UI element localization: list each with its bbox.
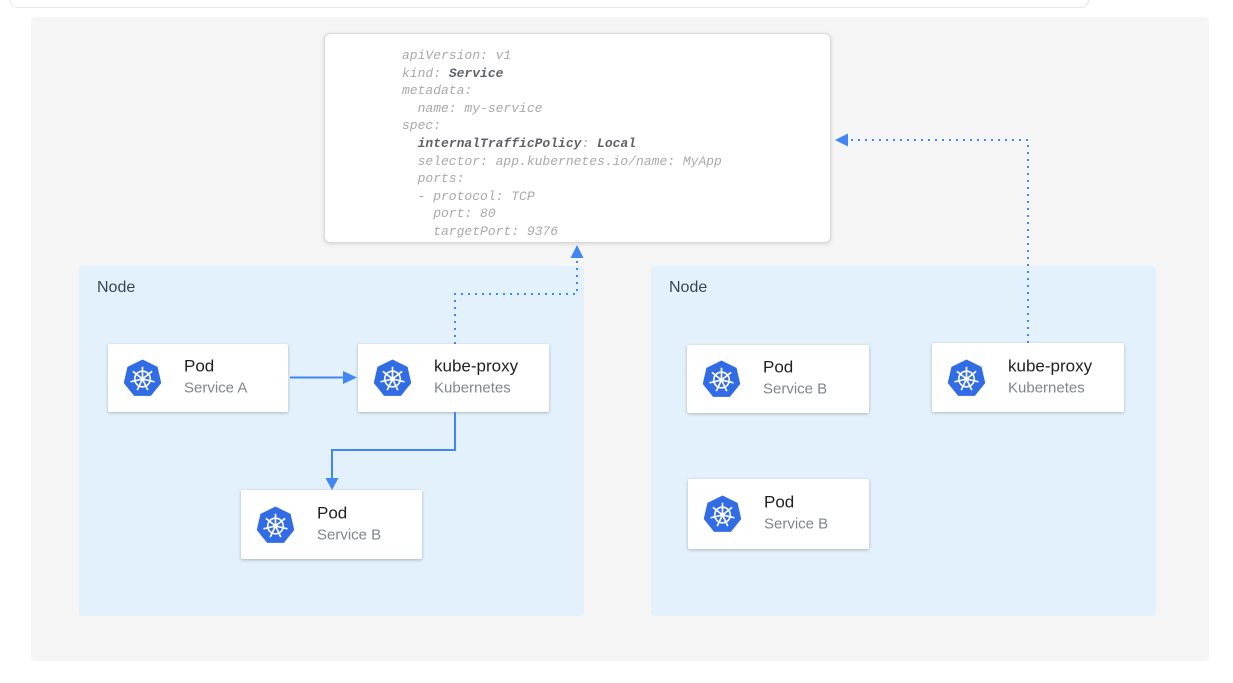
card-title: kube-proxy	[434, 356, 519, 376]
card-pod-service-b-right-1: Pod Service B	[687, 345, 869, 413]
card-title: Pod	[184, 356, 215, 376]
card-subtitle: Service B	[763, 380, 828, 398]
kubernetes-icon	[702, 494, 743, 533]
card-pod-service-a: Pod Service A	[108, 344, 288, 412]
card-subtitle: Service B	[317, 526, 382, 544]
node-label: Node	[97, 279, 136, 296]
card-subtitle: Service A	[184, 379, 248, 397]
previous-section-bottom-edge	[10, 0, 1089, 8]
kubernetes-icon	[946, 358, 987, 397]
card-pod-service-b-right-2: Pod Service B	[688, 479, 869, 549]
kubernetes-icon	[701, 359, 742, 398]
node-label: Node	[669, 279, 708, 296]
node-left: Node Pod Service A kube-proxy Kubernetes…	[79, 266, 584, 616]
card-pod-service-b-left: Pod Service B	[241, 490, 422, 559]
kubernetes-icon	[122, 358, 163, 397]
kubernetes-icon	[372, 358, 413, 397]
kubernetes-icon	[255, 505, 296, 544]
card-subtitle: Service B	[764, 515, 829, 533]
card-subtitle: Kubernetes	[1008, 379, 1085, 397]
card-kube-proxy-right: kube-proxy Kubernetes	[932, 343, 1124, 412]
node-right: Node Pod Service B kube-proxy Kubernetes…	[651, 266, 1156, 616]
card-kube-proxy-left: kube-proxy Kubernetes	[358, 344, 549, 412]
card-title: kube-proxy	[1008, 356, 1093, 376]
card-title: Pod	[317, 503, 348, 523]
card-title: Pod	[763, 357, 794, 377]
card-subtitle: Kubernetes	[434, 379, 511, 397]
card-title: Pod	[764, 492, 795, 512]
